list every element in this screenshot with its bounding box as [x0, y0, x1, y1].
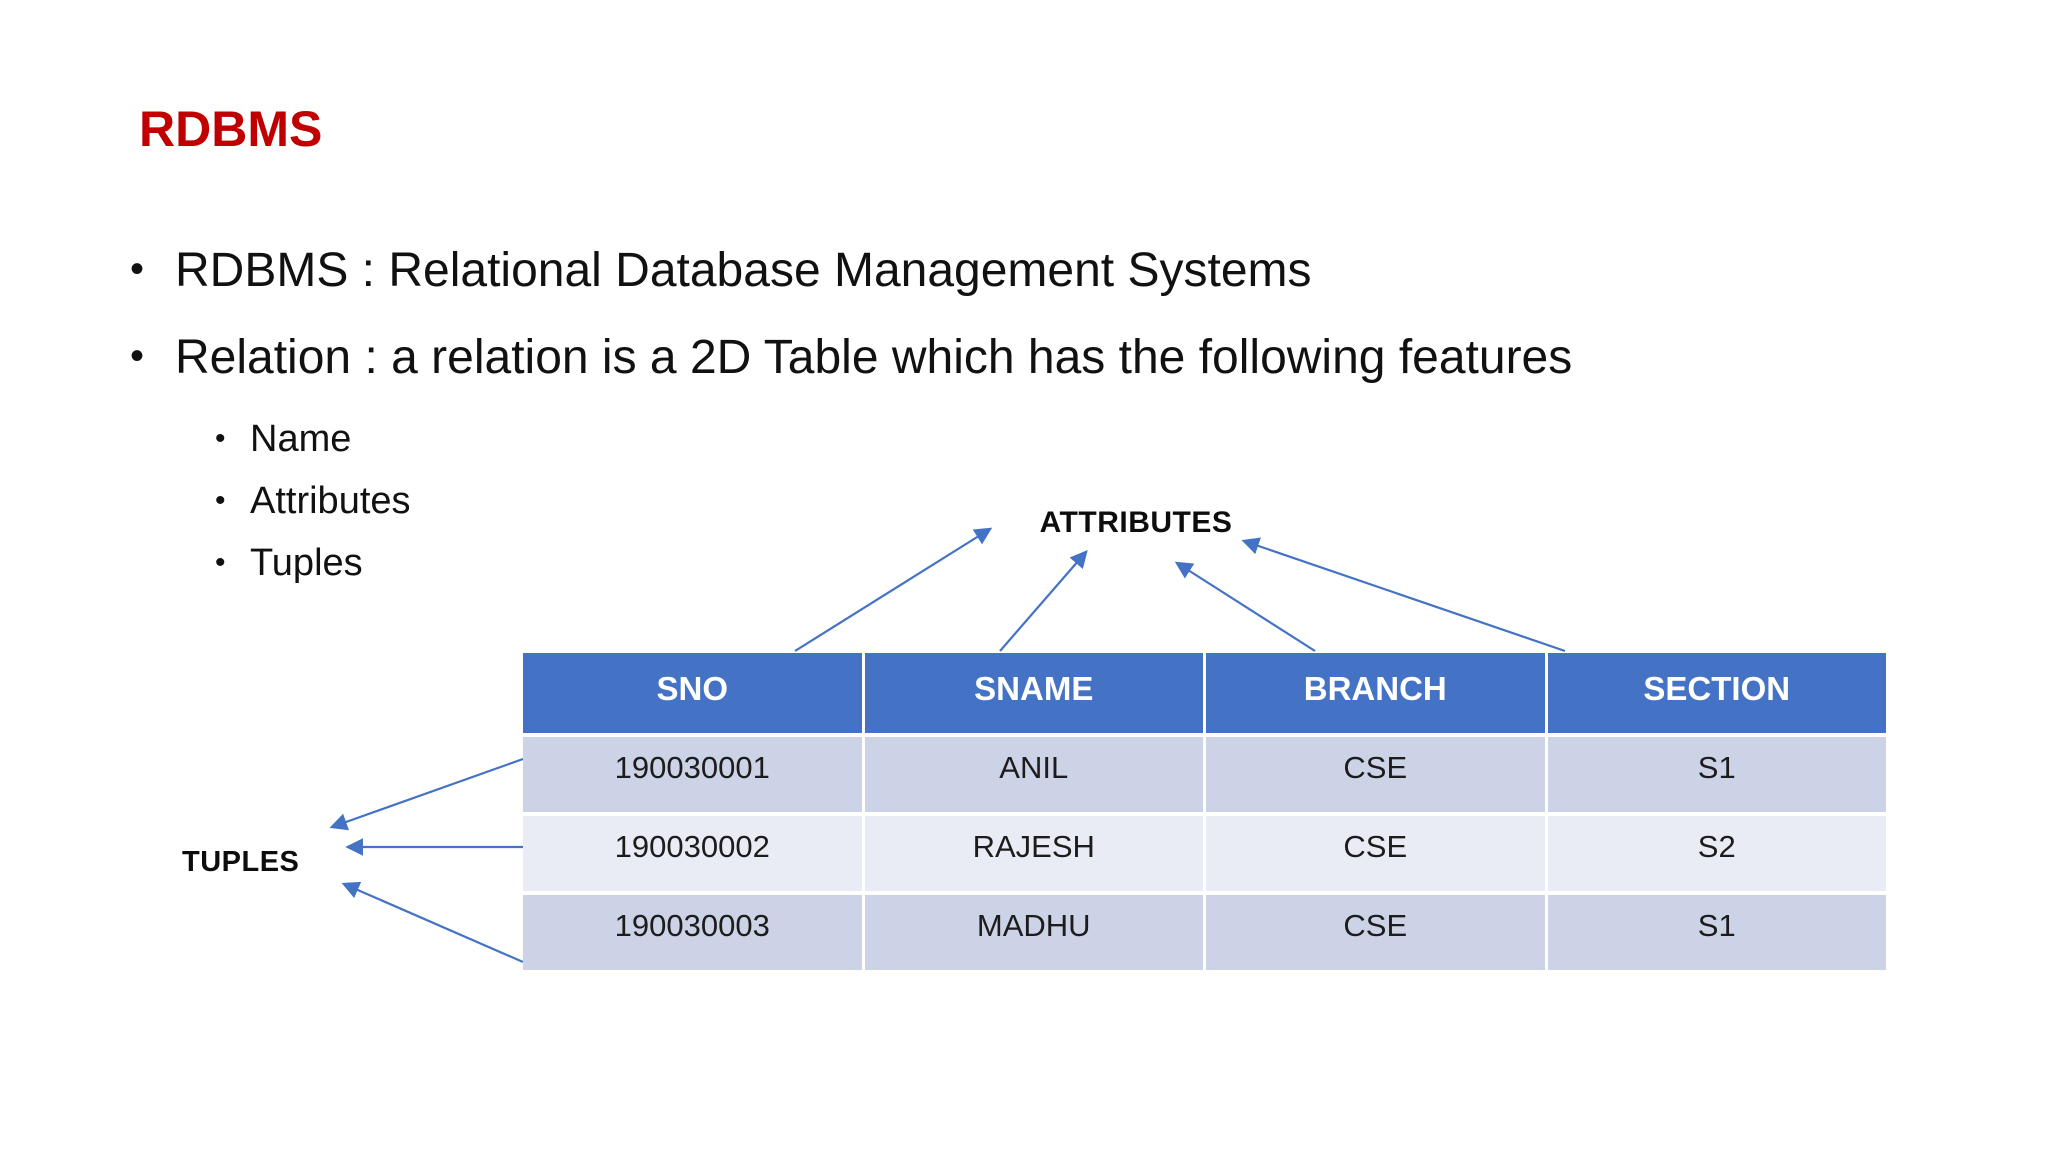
- sub-bullet-text: Attributes: [250, 479, 411, 522]
- sub-bullet-text: Tuples: [250, 541, 363, 584]
- bullet-item: • RDBMS : Relational Database Management…: [130, 243, 1312, 298]
- bullet-icon: •: [130, 247, 145, 291]
- sub-bullet-list: • Name • Attributes • Tuples: [215, 408, 411, 594]
- table-cell: 190030003: [523, 895, 862, 970]
- bullet-text: RDBMS : Relational Database Management S…: [175, 244, 1312, 297]
- tuples-arrow-row3: [341, 881, 524, 964]
- table-cell: S1: [1547, 895, 1886, 970]
- slide-title: RDBMS: [139, 101, 323, 157]
- sub-bullet-item: • Name: [215, 408, 411, 470]
- sub-bullet-item: • Tuples: [215, 532, 411, 594]
- table-cell: CSE: [1206, 816, 1545, 891]
- table-header-cell: SNO: [523, 653, 862, 733]
- bullet-icon: •: [215, 422, 226, 455]
- table-cell: S2: [1547, 816, 1886, 891]
- table-header-cell: BRANCH: [1206, 653, 1545, 733]
- table-cell: MADHU: [864, 895, 1203, 970]
- tuples-label: TUPLES: [182, 846, 300, 878]
- bullet-icon: •: [215, 484, 226, 517]
- table-header-cell: SNAME: [864, 653, 1203, 733]
- attributes-label: ATTRIBUTES: [1039, 506, 1233, 539]
- sub-bullet-item: • Attributes: [215, 470, 411, 532]
- sub-bullet-text: Name: [250, 417, 352, 460]
- table-header-cell: SECTION: [1547, 653, 1886, 733]
- table-cell: CSE: [1206, 895, 1545, 970]
- bullet-item: • Relation : a relation is a 2D Table wh…: [130, 330, 1572, 385]
- bullet-icon: •: [215, 546, 226, 579]
- table-cell: 190030002: [523, 816, 862, 891]
- bullet-text: Relation : a relation is a 2D Table whic…: [175, 331, 1573, 384]
- table-cell: RAJESH: [864, 816, 1203, 891]
- attributes-arrow-branch: [1174, 561, 1316, 652]
- table-cell: CSE: [1206, 737, 1545, 812]
- attributes-arrow-sname: [999, 550, 1088, 652]
- table-cell: ANIL: [864, 737, 1203, 812]
- table-cell: S1: [1547, 737, 1886, 812]
- relation-table: SNO SNAME BRANCH SECTION 190030001 ANIL …: [523, 653, 1886, 970]
- attributes-arrow-sno: [794, 527, 993, 652]
- attributes-arrow-section: [1241, 537, 1566, 653]
- table-cell: 190030001: [523, 737, 862, 812]
- tuples-arrow-row1: [329, 757, 524, 831]
- bullet-icon: •: [130, 334, 145, 378]
